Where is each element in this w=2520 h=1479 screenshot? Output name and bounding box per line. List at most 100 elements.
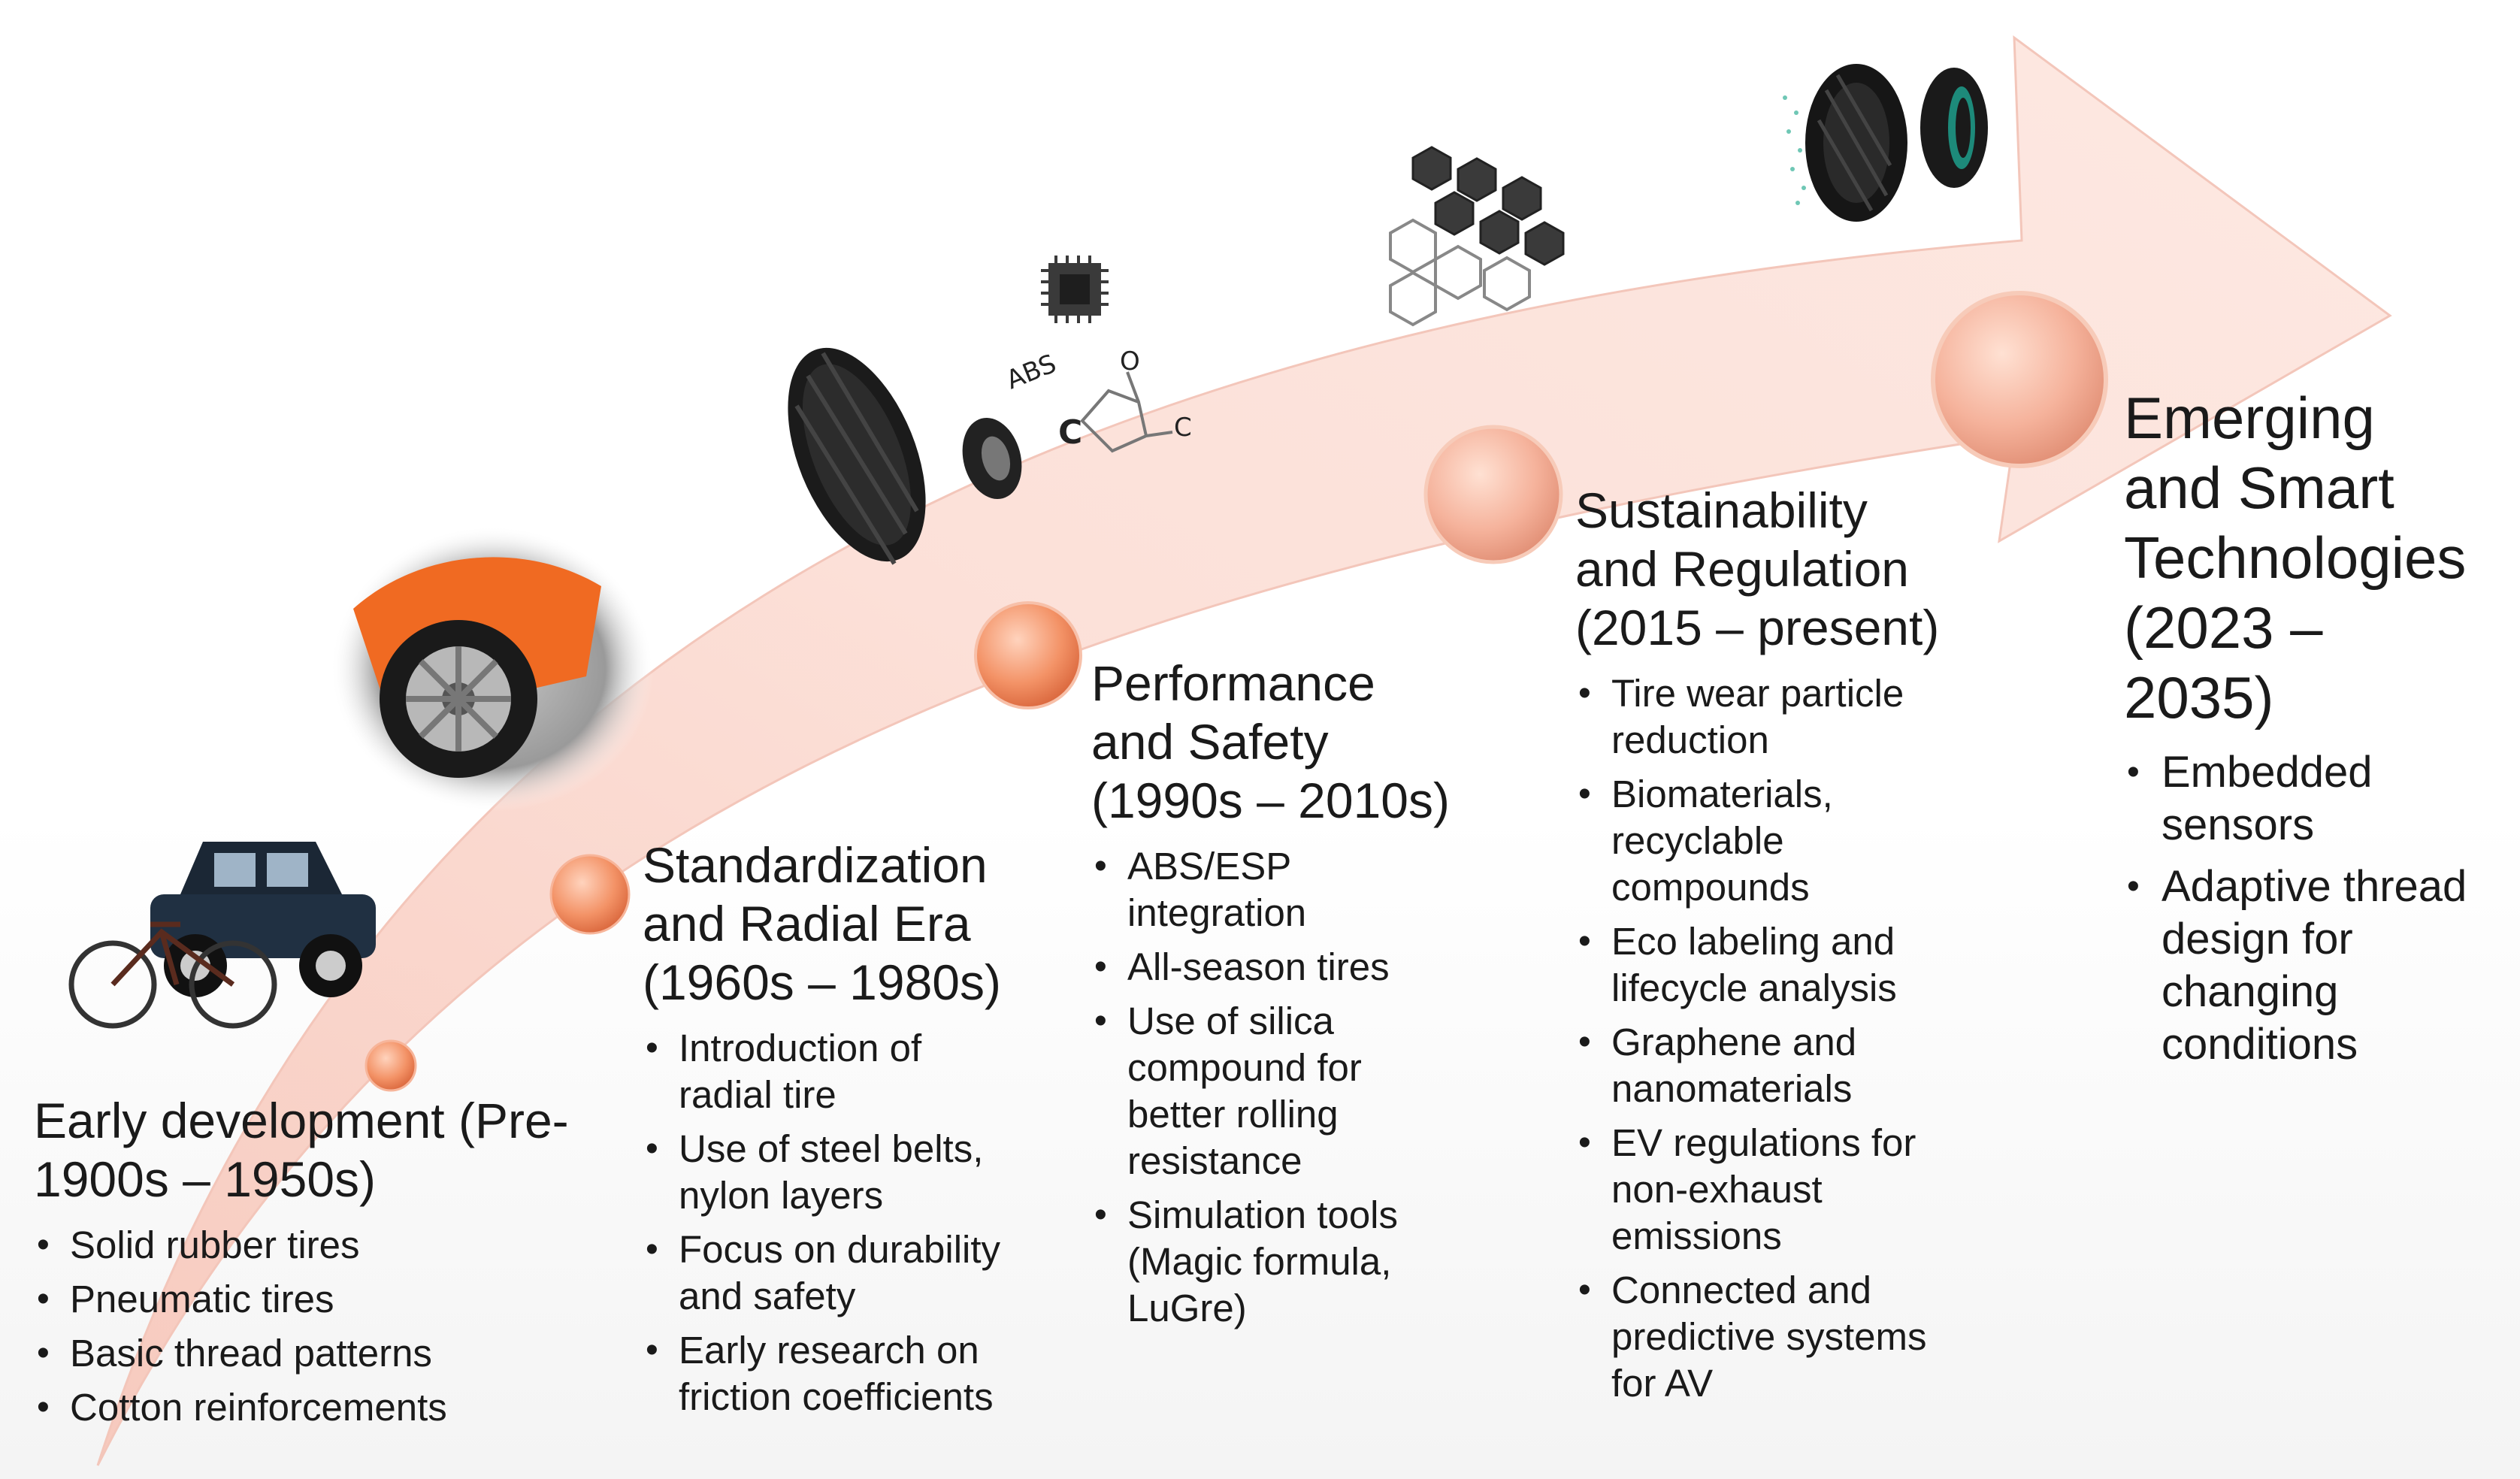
chemical-structure-icon: O C C: [1058, 346, 1192, 453]
bullet-text: LuGre): [1127, 1287, 1247, 1329]
title-line: and Safety: [1091, 714, 1329, 770]
bullet-list: Solid rubber tires Pneumatic tires Basic…: [34, 1222, 605, 1431]
bullet-text: emissions: [1611, 1214, 1782, 1257]
bullet-text: radial tire: [679, 1073, 836, 1116]
list-item: Basic thread patterns: [34, 1330, 605, 1377]
title-line: (1990s – 2010s): [1091, 773, 1450, 828]
tire-icon: [788, 347, 926, 565]
bullet-text: Use of silica: [1127, 1000, 1334, 1042]
list-item: Simulation tools(Magic formula,LuGre): [1091, 1192, 1497, 1332]
sports-car-wheel-icon: [331, 526, 654, 812]
milestone-marker-3: [974, 601, 1082, 709]
chem-label-c2: C: [1174, 413, 1192, 443]
title-line: and Smart: [2124, 455, 2394, 521]
bullet-text: predictive systems: [1611, 1315, 1927, 1358]
bullet-text: ABS/ESP: [1127, 845, 1292, 888]
title-line: 1900s – 1950s): [34, 1151, 377, 1207]
bullet-text: design for: [2162, 915, 2353, 963]
stage-emerging-smart: Emerging and Smart Technologies (2023 – …: [2124, 383, 2515, 1080]
chem-label-c1: C: [1058, 413, 1082, 452]
bullet-text: Biomaterials,: [1611, 773, 1833, 815]
small-tire-icon: [962, 417, 1022, 500]
title-line: Early development (Pre-: [34, 1093, 569, 1148]
stage-early-development: Early development (Pre- 1900s – 1950s) S…: [34, 1091, 605, 1438]
title-line: and Regulation: [1575, 541, 1910, 597]
bullet-text: Solid rubber tires: [70, 1223, 360, 1266]
bullet-text: Introduction of: [679, 1027, 922, 1069]
bullet-text: resistance: [1127, 1139, 1302, 1182]
stage-title: Performance and Safety (1990s – 2010s): [1091, 654, 1497, 830]
eco-tires-icon: [1781, 49, 2007, 222]
stage-performance-safety: Performance and Safety (1990s – 2010s) A…: [1091, 654, 1497, 1339]
title-line: (2015 – present): [1575, 600, 1940, 655]
title-line: Standardization: [643, 837, 988, 893]
title-line: (1960s – 1980s): [643, 954, 1001, 1010]
vintage-car-icon: [150, 842, 376, 997]
bullet-text: Simulation tools: [1127, 1193, 1399, 1236]
stage-standardization: Standardization and Radial Era (1960s – …: [643, 836, 1063, 1428]
bullet-text: All-season tires: [1127, 945, 1390, 988]
milestone-marker-2: [549, 854, 631, 935]
bullet-text: (Magic formula,: [1127, 1240, 1392, 1283]
bullet-text: Graphene and: [1611, 1021, 1857, 1063]
bullet-text: changing: [2162, 967, 2339, 1016]
bullet-text: conditions: [2162, 1020, 2358, 1069]
bullet-text: lifecycle analysis: [1611, 966, 1897, 1009]
bullet-text: Basic thread patterns: [70, 1332, 432, 1375]
graphene-hexagon-icon: [1389, 146, 1565, 327]
milestone-marker-5: [1931, 291, 2108, 468]
title-line: Performance: [1091, 655, 1375, 711]
bullet-text: Focus on durability: [679, 1228, 1001, 1271]
bullet-text: Pneumatic tires: [70, 1278, 334, 1320]
list-item: Use of steel belts,nylon layers: [643, 1126, 1063, 1219]
bullet-text: and safety: [679, 1275, 856, 1317]
bullet-text: non-exhaust: [1611, 1168, 1823, 1211]
bullet-text: better rolling: [1127, 1093, 1339, 1136]
chem-label-o: O: [1120, 346, 1140, 377]
stage-title: Sustainability and Regulation (2015 – pr…: [1575, 481, 2011, 657]
stage-title: Standardization and Radial Era (1960s – …: [643, 836, 1063, 1012]
list-item: All-season tires: [1091, 944, 1497, 991]
abs-label: ABS: [1002, 349, 1060, 395]
bullet-text: Use of steel belts,: [679, 1127, 984, 1170]
list-item: Cotton reinforcements: [34, 1384, 605, 1431]
bullet-text: compound for: [1127, 1046, 1362, 1089]
stage-sustainability-regulation: Sustainability and Regulation (2015 – pr…: [1575, 481, 2011, 1414]
milestone-marker-1: [365, 1039, 417, 1092]
stage-title: Early development (Pre- 1900s – 1950s): [34, 1091, 605, 1208]
title-line: Sustainability: [1575, 482, 1868, 538]
bullet-text: integration: [1127, 891, 1307, 934]
list-item: Pneumatic tires: [34, 1276, 605, 1323]
bicycle-icon: [68, 921, 277, 1029]
bullet-text: for AV: [1611, 1362, 1714, 1405]
milestone-marker-4: [1423, 425, 1563, 564]
microchip-icon: [1041, 256, 1109, 323]
title-line: (2023 –: [2124, 594, 2323, 661]
list-item: Solid rubber tires: [34, 1222, 605, 1269]
bullet-text: compounds: [1611, 866, 1810, 909]
bullet-text: nanomaterials: [1611, 1067, 1853, 1110]
bullet-text: Embedded: [2162, 748, 2373, 797]
title-line: and Radial Era: [643, 896, 971, 951]
bullet-text: friction coefficients: [679, 1375, 994, 1418]
title-line: Technologies: [2124, 525, 2467, 591]
bullet-text: EV regulations for: [1611, 1121, 1916, 1164]
bullet-text: Tire wear particle: [1611, 672, 1904, 715]
bullet-text: nylon layers: [679, 1174, 884, 1217]
title-line: 2035): [2124, 664, 2274, 730]
